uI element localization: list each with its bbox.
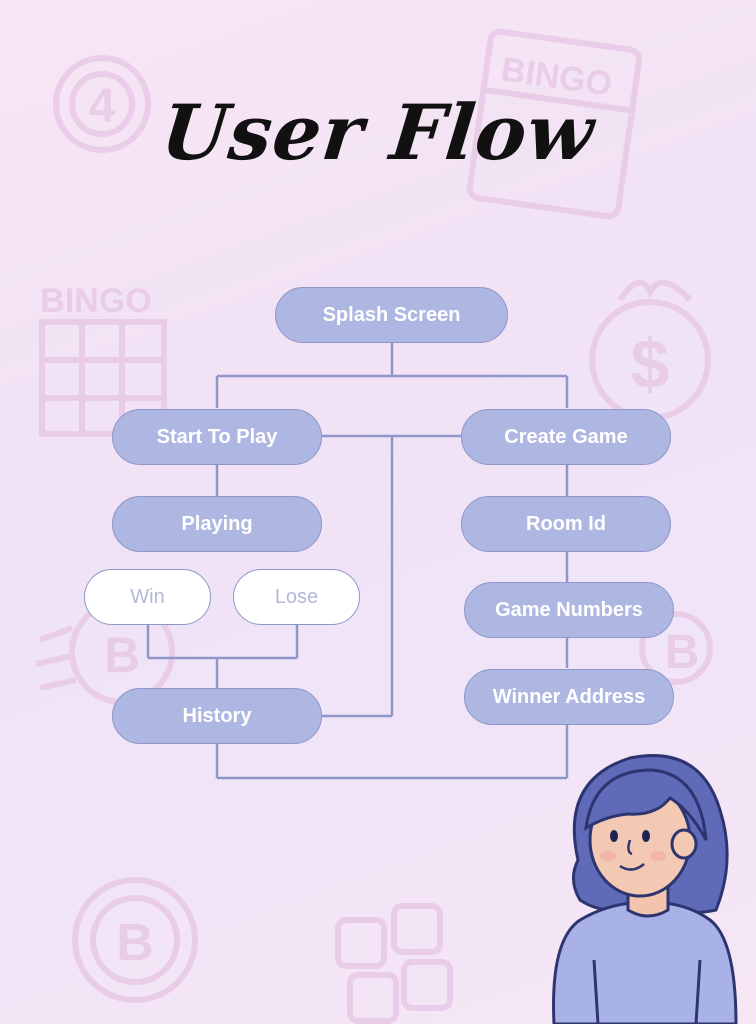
history-node: History (112, 688, 322, 744)
ball-letter-b: B (104, 627, 140, 683)
dollar-text: $ (631, 325, 670, 403)
bingo-left-text: BINGO (40, 282, 151, 320)
room-id-node: Room Id (461, 496, 671, 552)
nose (627, 839, 633, 856)
game-numbers-node: Game Numbers (464, 582, 674, 638)
ear (670, 828, 698, 860)
left-eye (610, 830, 618, 842)
girl-illustration (552, 754, 738, 1024)
winner-address-node: Winner Address (464, 669, 674, 725)
right-eye (642, 830, 650, 842)
start-to-play-node: Start To Play (112, 409, 322, 465)
playing-node: Playing (112, 496, 322, 552)
ball-letter-b-bottom: B (116, 914, 154, 972)
win-node: Win (84, 569, 211, 625)
bingo-ball-icon (53, 55, 151, 153)
splash-screen-node: Splash Screen (275, 287, 508, 343)
ball-number-4: 4 (89, 80, 116, 133)
star-letter-b: B (665, 626, 700, 679)
lose-node: Lose (233, 569, 360, 625)
bingo-card-icon (466, 28, 643, 220)
bingo-ball-b-bottom-icon (72, 877, 198, 1003)
mouth (619, 863, 645, 871)
star-tiles-icon (335, 903, 453, 1024)
bingo-grid-icon (39, 319, 167, 437)
sweater (552, 900, 738, 1024)
hair-front (584, 768, 708, 841)
star-b-icon (639, 611, 713, 685)
create-game-node: Create Game (461, 409, 671, 465)
